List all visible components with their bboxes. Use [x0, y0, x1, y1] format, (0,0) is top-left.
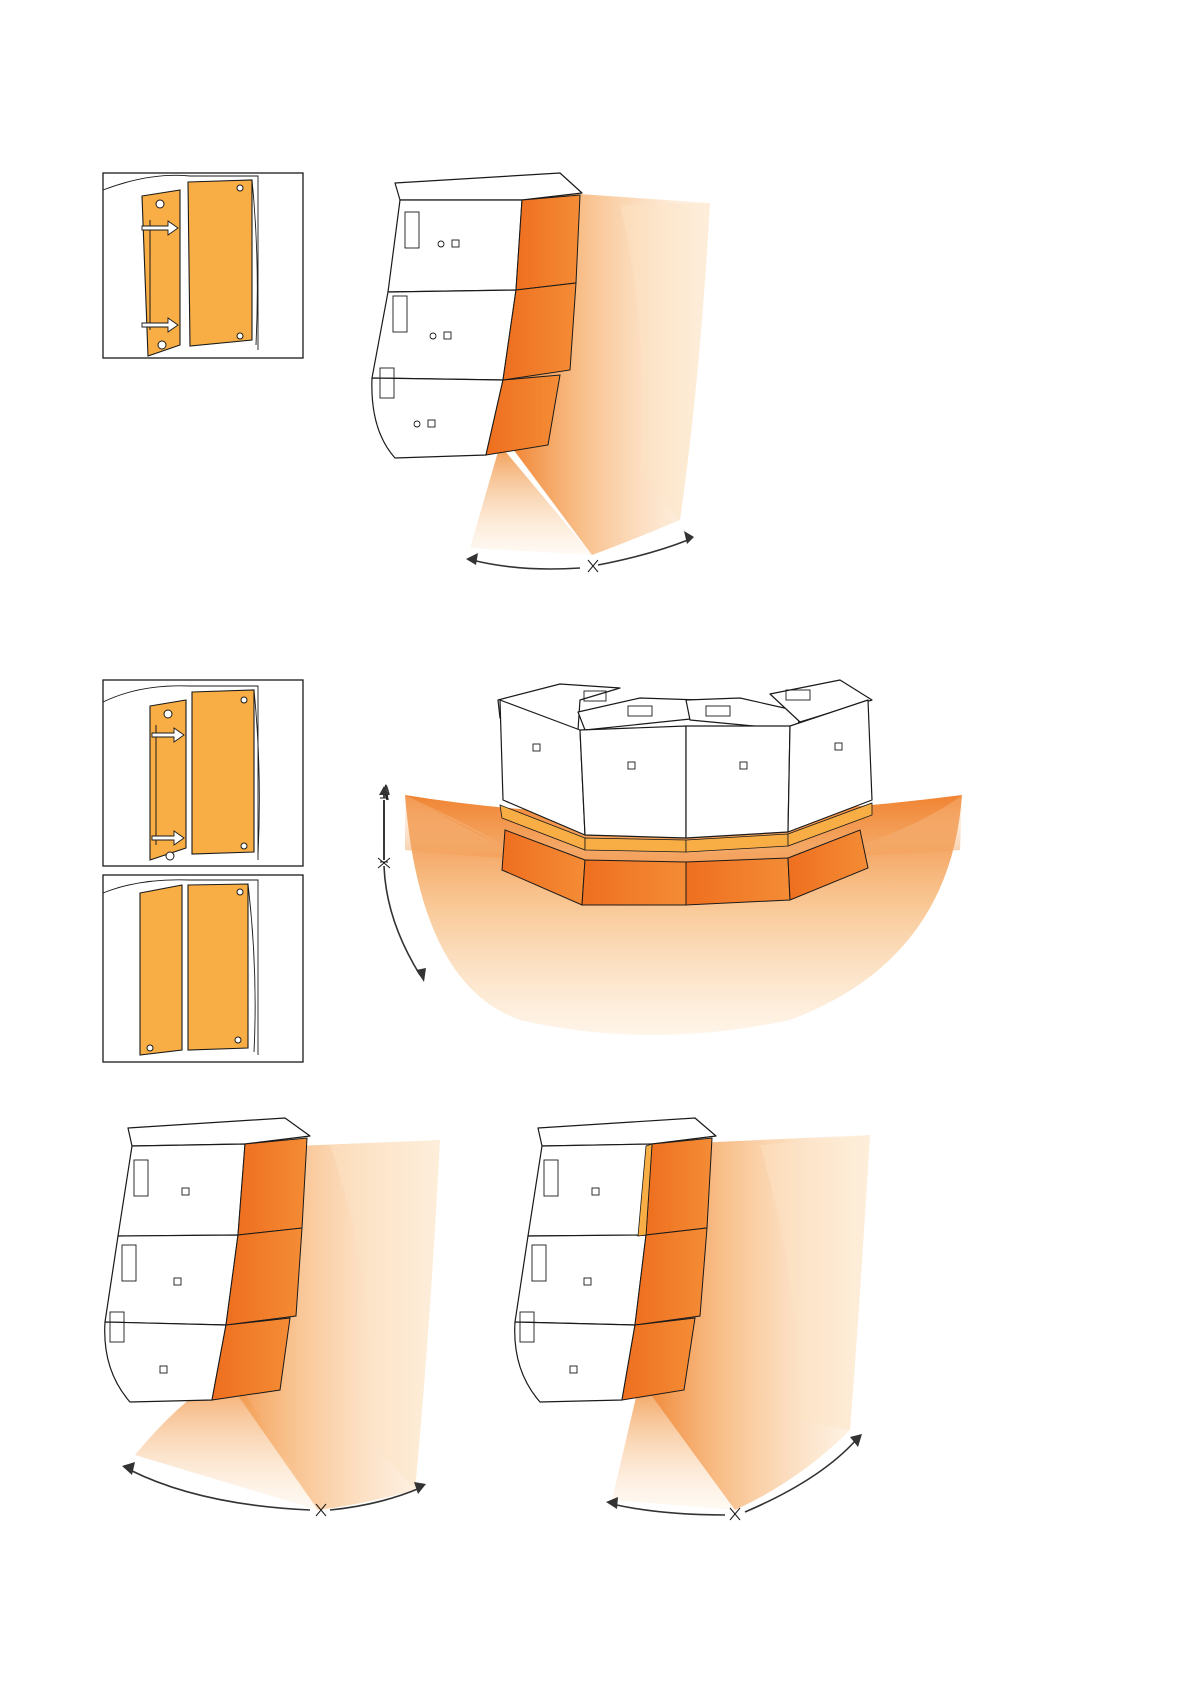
detail-inset-3 — [103, 875, 303, 1062]
detail-inset-1 — [103, 173, 303, 358]
loudspeaker-cabinet-array — [498, 680, 872, 838]
horizontal-array-figure — [378, 680, 962, 1035]
bottom-right-column-figure — [515, 1118, 870, 1520]
top-column-figure — [372, 173, 710, 572]
bottom-left-column-figure — [105, 1118, 440, 1516]
detail-inset-2 — [103, 680, 303, 866]
